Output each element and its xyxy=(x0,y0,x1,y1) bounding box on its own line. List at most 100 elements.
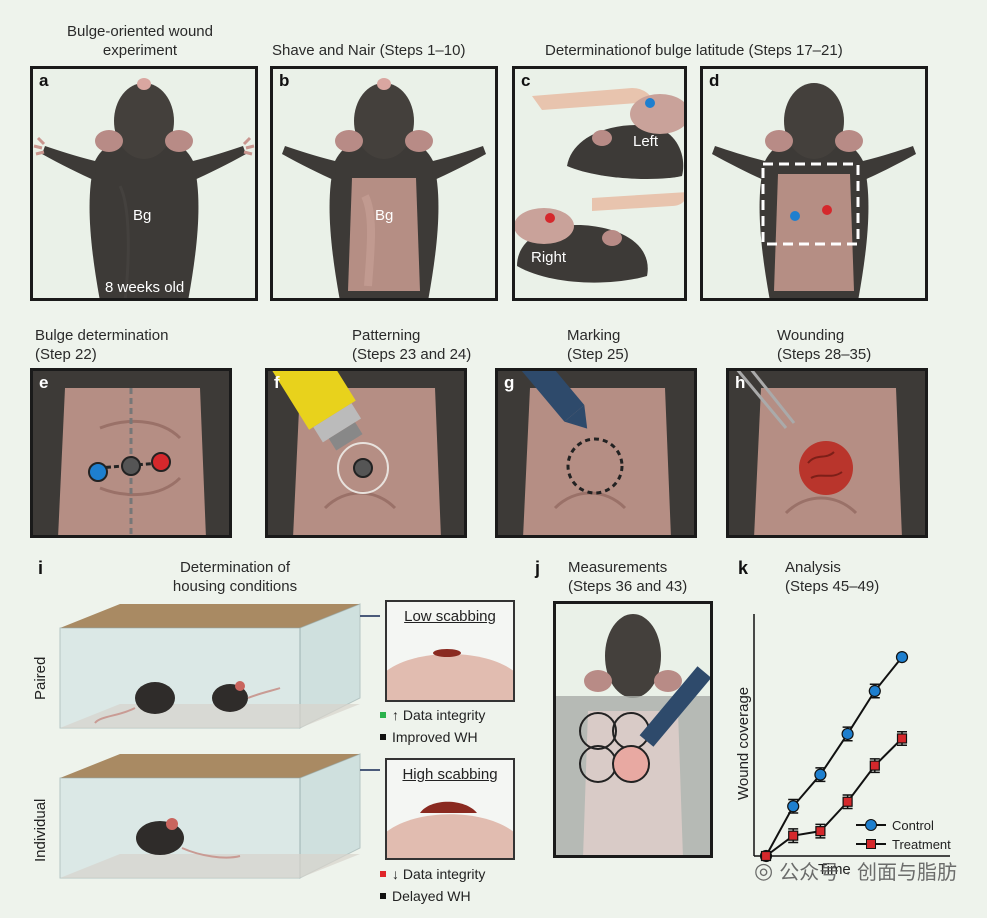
data-point-0-4 xyxy=(868,684,881,698)
data-point-0-5 xyxy=(895,651,909,664)
panel-g: g xyxy=(495,368,697,538)
caption-j-step: (Steps 36 and 43) xyxy=(568,578,688,595)
housing-cages xyxy=(59,603,380,879)
x-axis-label: Time xyxy=(818,861,851,878)
panel-c: c Left Right xyxy=(512,66,687,301)
high-item-2-text: Delayed WH xyxy=(392,888,471,904)
panel-a: a Bg 8 weeks old xyxy=(30,66,258,301)
caption-h-title: Wounding xyxy=(777,327,845,344)
left-label: Left xyxy=(633,133,659,150)
watermark: ◎ 公众号 · 创面与脂肪 xyxy=(754,856,957,885)
caption-i-line2: housing conditions xyxy=(172,578,298,595)
data-point-1-5 xyxy=(896,733,908,744)
panel-label-h: h xyxy=(735,373,746,392)
wounding-illustration xyxy=(729,371,925,535)
legend-label-1: Treatment xyxy=(892,837,951,852)
panel-b: b Bg xyxy=(270,66,498,301)
panel-label-d: d xyxy=(709,71,720,90)
high-item-2: Delayed WH xyxy=(380,888,471,904)
caption-g-step: (Step 25) xyxy=(567,346,629,363)
panel-d: d xyxy=(700,66,928,301)
marking-illustration xyxy=(498,371,694,535)
y-axis-label: Wound coverage xyxy=(735,687,752,800)
high-item-1-text: ↓ Data integrity xyxy=(392,866,486,882)
low-scabbing-box: Low scabbing xyxy=(385,600,515,702)
caption-g-title: Marking xyxy=(567,327,621,344)
panel-label-f: f xyxy=(274,373,280,392)
series-layer xyxy=(759,651,909,863)
caption-k: Analysis (Steps 45–49) xyxy=(785,558,879,596)
panel-label-k: k xyxy=(738,558,749,578)
data-point-1-2 xyxy=(815,826,826,837)
mouse-bulge-latitude-d xyxy=(712,83,916,298)
individual-label: Individual xyxy=(32,798,49,862)
bg-label-b: Bg xyxy=(375,207,394,224)
caption-e-title: Bulge determination xyxy=(35,327,169,344)
patterning-illustration xyxy=(268,371,464,535)
caption-k-step: (Steps 45–49) xyxy=(785,578,880,595)
data-point-1-3 xyxy=(842,796,853,807)
paired-label: Paired xyxy=(32,656,49,700)
panel-label-g: g xyxy=(504,373,515,392)
panel-label-a: a xyxy=(39,71,49,90)
panel-label-e: e xyxy=(39,373,49,392)
high-scabbing-box: High scabbing xyxy=(385,758,515,860)
wechat-icon: ◎ xyxy=(754,857,774,883)
panel-label-j: j xyxy=(535,558,541,578)
series-line-1 xyxy=(765,737,903,857)
down-marker xyxy=(380,871,386,877)
panel-label-i: i xyxy=(38,558,44,578)
caption-cd: Determinationof bulge latitude (Steps 17… xyxy=(545,42,843,59)
panel-h: h xyxy=(726,368,928,538)
caption-j: Measurements (Steps 36 and 43) xyxy=(568,558,687,596)
caption-f-step: (Steps 23 and 24) xyxy=(352,346,472,363)
caption-j-title: Measurements xyxy=(568,559,668,576)
caption-i: Determination of housing conditions xyxy=(150,558,320,596)
low-item-1: ↑ Data integrity xyxy=(380,707,485,723)
measurement-illustration xyxy=(556,614,710,855)
data-point-0-3 xyxy=(841,727,854,741)
panel-e: e xyxy=(30,368,232,538)
caption-i-line1: Determination of xyxy=(179,559,291,576)
data-point-1-1 xyxy=(788,830,799,841)
panel-label-c: c xyxy=(521,71,531,90)
panel-j xyxy=(553,601,713,858)
caption-b: Shave and Nair (Steps 1–10) xyxy=(272,42,466,59)
mouse-shaved-b xyxy=(282,78,486,298)
high-scab-illustration xyxy=(387,801,513,858)
bulge-determination-illustration xyxy=(33,371,229,535)
high-scabbing-title: High scabbing xyxy=(402,766,498,783)
low-item-2: Improved WH xyxy=(380,729,478,745)
legend-marker-0 xyxy=(865,819,877,831)
low-item-1-text: ↑ Data integrity xyxy=(392,707,486,723)
bg-label-a: Bg xyxy=(133,207,152,224)
right-label: Right xyxy=(531,249,567,266)
low-scabbing-title: Low scabbing xyxy=(404,608,496,625)
low-item-2-text: Improved WH xyxy=(392,729,478,745)
panel-label-b: b xyxy=(279,71,290,90)
series-line-0 xyxy=(765,656,903,857)
up-marker xyxy=(380,712,386,718)
mouse-dorsal-a xyxy=(33,78,255,298)
age-label: 8 weeks old xyxy=(105,279,185,296)
data-point-0-2 xyxy=(814,768,827,781)
low-scab-illustration xyxy=(387,649,513,700)
caption-e-step: (Step 22) xyxy=(35,346,97,363)
data-point-1-0 xyxy=(760,850,772,862)
data-point-1-4 xyxy=(869,760,880,771)
legend-marker-1 xyxy=(866,839,876,849)
caption-f: Patterning (Steps 23 and 24) xyxy=(352,326,471,364)
caption-h-step: (Steps 28–35) xyxy=(777,346,872,363)
caption-g: Marking (Step 25) xyxy=(567,326,629,364)
caption-a: Bulge-oriented wound experiment xyxy=(67,23,213,59)
watermark-text: 公众号 · 创面与脂肪 xyxy=(779,862,957,884)
high-item-1: ↓ Data integrity xyxy=(380,866,485,882)
mouse-side-views-c xyxy=(515,88,684,283)
panel-f: f xyxy=(265,368,467,538)
caption-h: Wounding (Steps 28–35) xyxy=(777,326,871,364)
legend-label-0: Control xyxy=(892,818,934,833)
caption-e: Bulge determination (Step 22) xyxy=(35,326,168,364)
data-point-0-1 xyxy=(787,800,800,813)
